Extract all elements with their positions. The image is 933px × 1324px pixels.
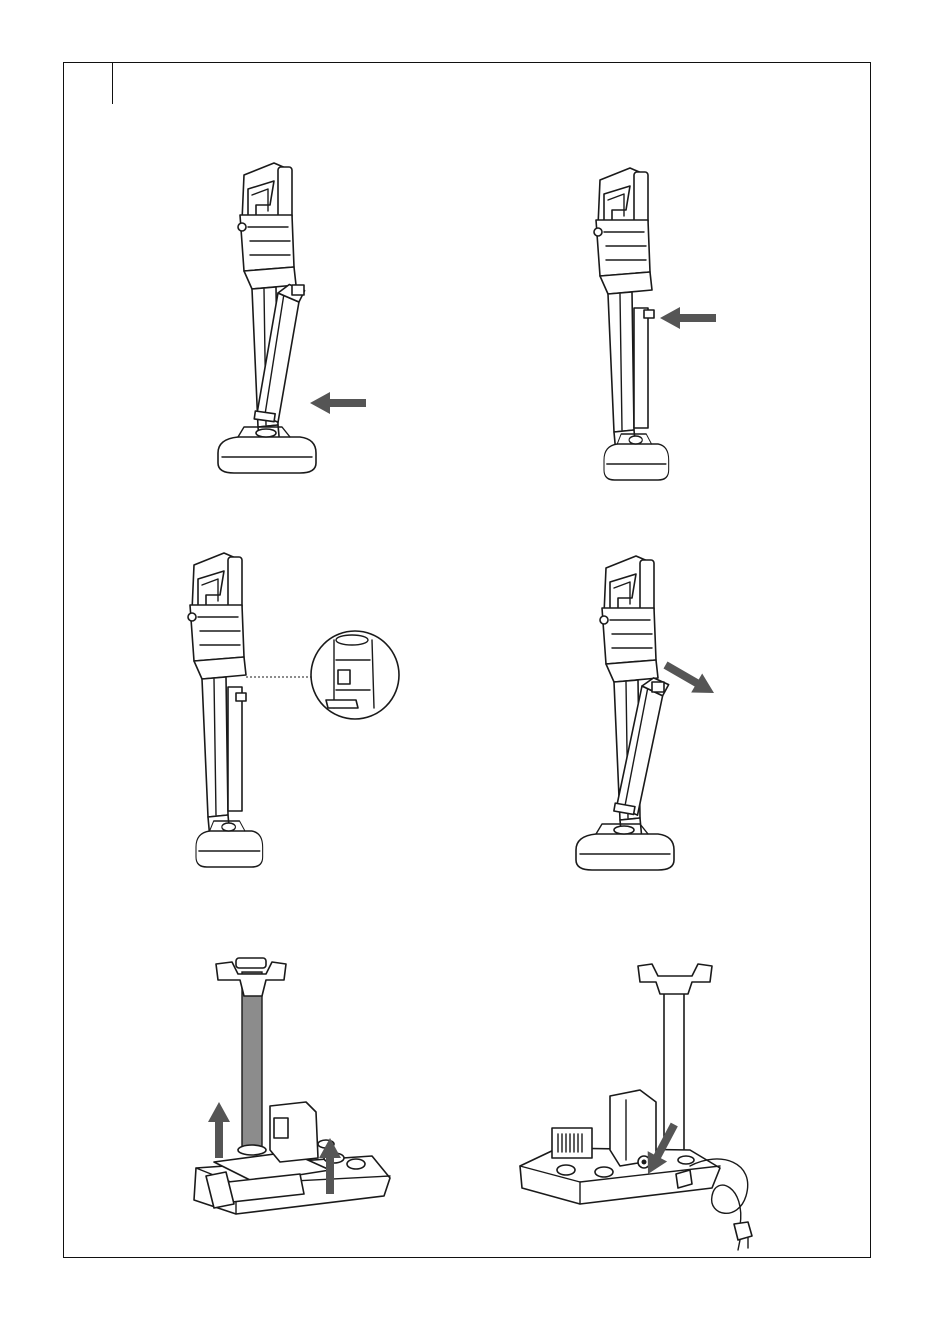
arrow-icon [310, 392, 366, 414]
figure-1-insert-battery [218, 163, 316, 473]
figure-5-dock-assembly [194, 958, 390, 1214]
figure-6-dock-power [520, 964, 752, 1250]
arrow-down-icon [208, 1102, 230, 1158]
figure-4-remove-battery [576, 556, 674, 870]
arrow-icon [660, 307, 716, 329]
arrow-icon [660, 655, 719, 702]
figure-3-release-latch [188, 553, 263, 867]
latch-detail-magnifier [311, 631, 399, 719]
figure-2-battery-installed [594, 168, 669, 480]
